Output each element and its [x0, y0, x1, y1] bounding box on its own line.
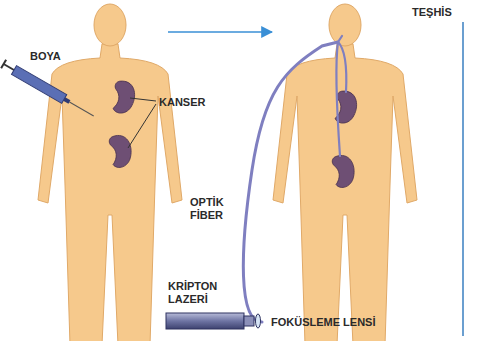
text-label: TEŞHİS [412, 6, 460, 19]
text-label: OPTİK FİBER [190, 196, 228, 221]
syringe [1, 60, 96, 121]
krypton-laser [166, 313, 261, 329]
text-label: FOKÜSLEME LENSİ [271, 316, 391, 329]
cancer-organ [109, 134, 133, 168]
text-label: BOYA [30, 50, 90, 63]
optical-fiber [243, 36, 346, 322]
leader-line [128, 98, 156, 148]
cancer-organ [111, 80, 137, 115]
cancer-organ [332, 154, 356, 188]
text-label: KRİPTON LAZERİ [168, 280, 228, 305]
transition-arrow [168, 31, 272, 33]
focusing-lens [256, 314, 261, 328]
divider-line [462, 22, 464, 336]
text-label: KANSER [159, 96, 229, 109]
patient-figure-after [273, 4, 417, 341]
